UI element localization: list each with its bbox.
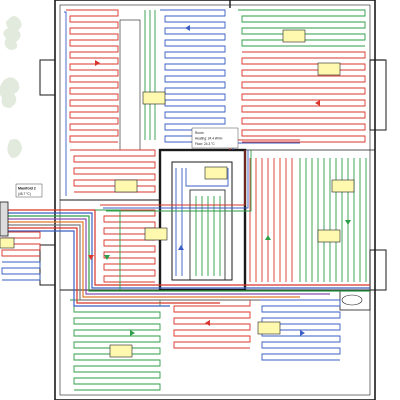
room-name: Room <box>195 131 204 135</box>
loop-tag <box>331 179 355 193</box>
loop-tag <box>257 321 281 335</box>
loop-tag <box>142 91 166 105</box>
manifold-label: Manifold 2 (45.7 °C) <box>0 183 43 237</box>
manifold-icon <box>0 201 9 237</box>
manifold-temp: (45.7 °C) <box>18 192 31 196</box>
loop-tag <box>204 166 228 180</box>
loop-tag <box>109 344 133 358</box>
loop-tag <box>144 227 168 241</box>
loop-tag <box>114 179 138 193</box>
bathtub-icon <box>341 294 363 306</box>
room-info-label: Room Heating: 24.4 W/m² Floor: 24.3 °C <box>191 127 239 149</box>
tree-foliage <box>0 16 22 158</box>
manifold-title: Manifold 2 <box>18 187 36 191</box>
room-floor-temp: Floor: 24.3 °C <box>195 142 215 146</box>
loop-tag <box>317 229 341 243</box>
loop-tag <box>0 237 15 249</box>
loop-tag <box>317 62 341 76</box>
loop-tag <box>282 29 306 43</box>
loop-tags <box>0 29 355 358</box>
room-heating: Heating: 24.4 W/m² <box>195 137 222 141</box>
flow-arrows <box>88 25 351 336</box>
walls <box>39 0 387 400</box>
